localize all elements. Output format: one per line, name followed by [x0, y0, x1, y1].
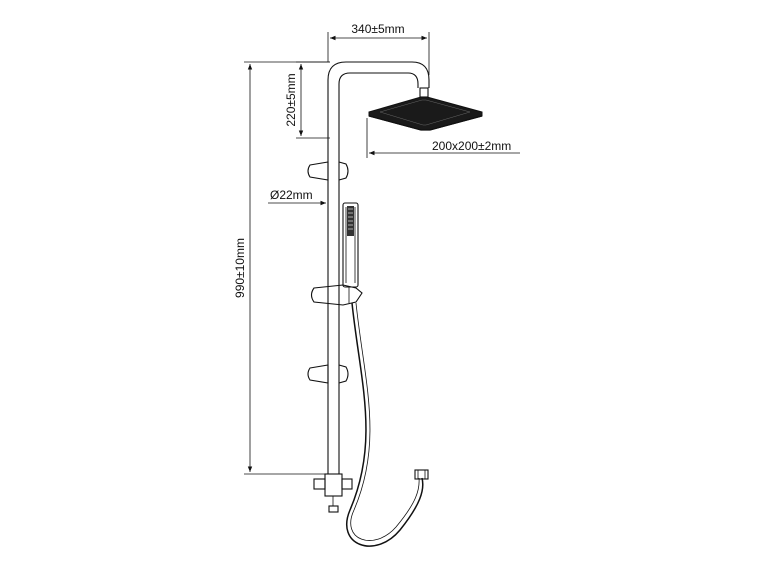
hose-end-fitting	[414, 469, 429, 480]
hand-shower	[342, 202, 359, 288]
slide-holder	[310, 284, 363, 306]
dim-total-height-label: 990±10mm	[233, 238, 247, 298]
dim-pipe-diameter-label: Ø22mm	[270, 188, 313, 202]
dim-pipe-diameter: Ø22mm	[268, 188, 326, 206]
upper-wall-bracket	[307, 161, 349, 181]
shower-hose	[346, 302, 424, 547]
dim-head-size-label: 200x200±2mm	[432, 139, 511, 153]
dim-top-width-label: 340±5mm	[351, 22, 404, 36]
lower-wall-bracket	[307, 364, 349, 384]
dim-head-size: 200x200±2mm	[366, 118, 520, 158]
dim-total-height: 990±10mm	[233, 61, 330, 475]
rain-shower-head	[368, 96, 483, 131]
head-connector	[419, 87, 429, 98]
riser-pipe	[327, 61, 430, 474]
dim-arm-drop: 220±5mm	[284, 61, 330, 139]
dim-arm-drop-label: 220±5mm	[284, 73, 298, 126]
diverter-valve	[313, 473, 353, 513]
dim-top-width: 340±5mm	[327, 22, 430, 75]
